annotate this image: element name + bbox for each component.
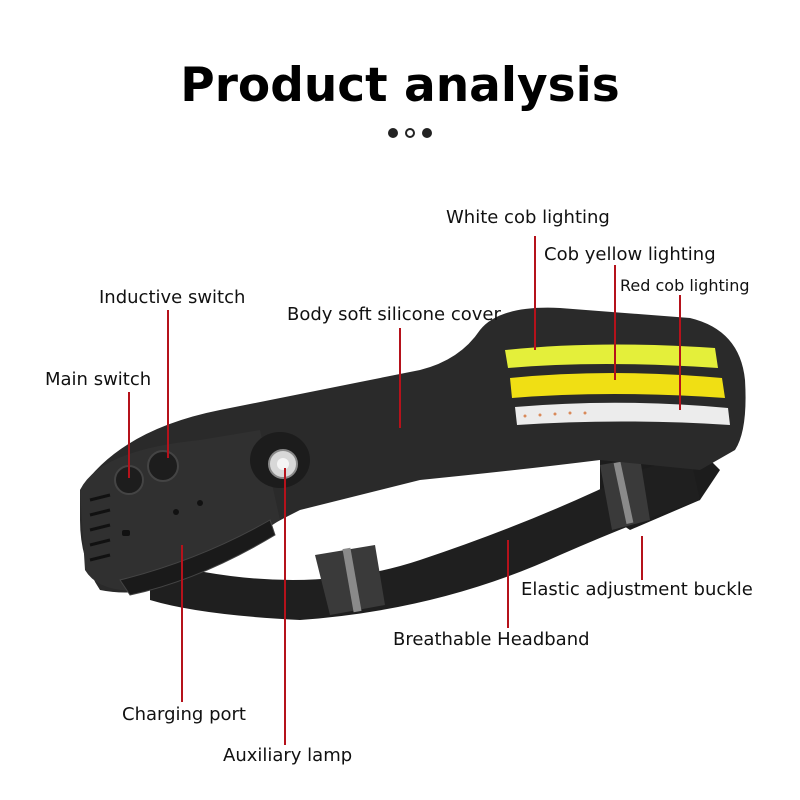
label-breathable-headband: Breathable Headband	[393, 629, 590, 650]
label-charging-port: Charging port	[122, 704, 246, 725]
leader-lines	[128, 236, 681, 745]
bottom-fins	[119, 519, 276, 596]
yellow-cob-strip	[510, 373, 725, 398]
red-cob-strip	[515, 402, 730, 425]
label-red-cob-lighting: Red cob lighting	[620, 276, 750, 295]
label-auxiliary-lamp: Auxiliary lamp	[223, 745, 353, 766]
label-main-switch: Main switch	[45, 369, 152, 390]
dot-1	[388, 128, 398, 138]
dot-3	[422, 128, 432, 138]
label-body-soft-silicone-cover: Body soft silicone cover	[287, 304, 501, 325]
label-elastic-adjustment-buckle: Elastic adjustment buckle	[521, 579, 753, 600]
dot-2	[405, 128, 415, 138]
inductive-switch-button	[147, 450, 179, 482]
red-cob-dots	[523, 411, 587, 418]
page-title: Product analysis	[180, 58, 620, 113]
pagination-dots	[388, 128, 432, 138]
white-cob-strip	[505, 344, 718, 368]
label-cob-yellow-lighting: Cob yellow lighting	[544, 244, 716, 265]
vent-slots	[89, 493, 111, 562]
label-inductive-switch: Inductive switch	[99, 287, 246, 308]
headband-strap	[150, 455, 700, 620]
label-white-cob-lighting: White cob lighting	[446, 207, 610, 228]
